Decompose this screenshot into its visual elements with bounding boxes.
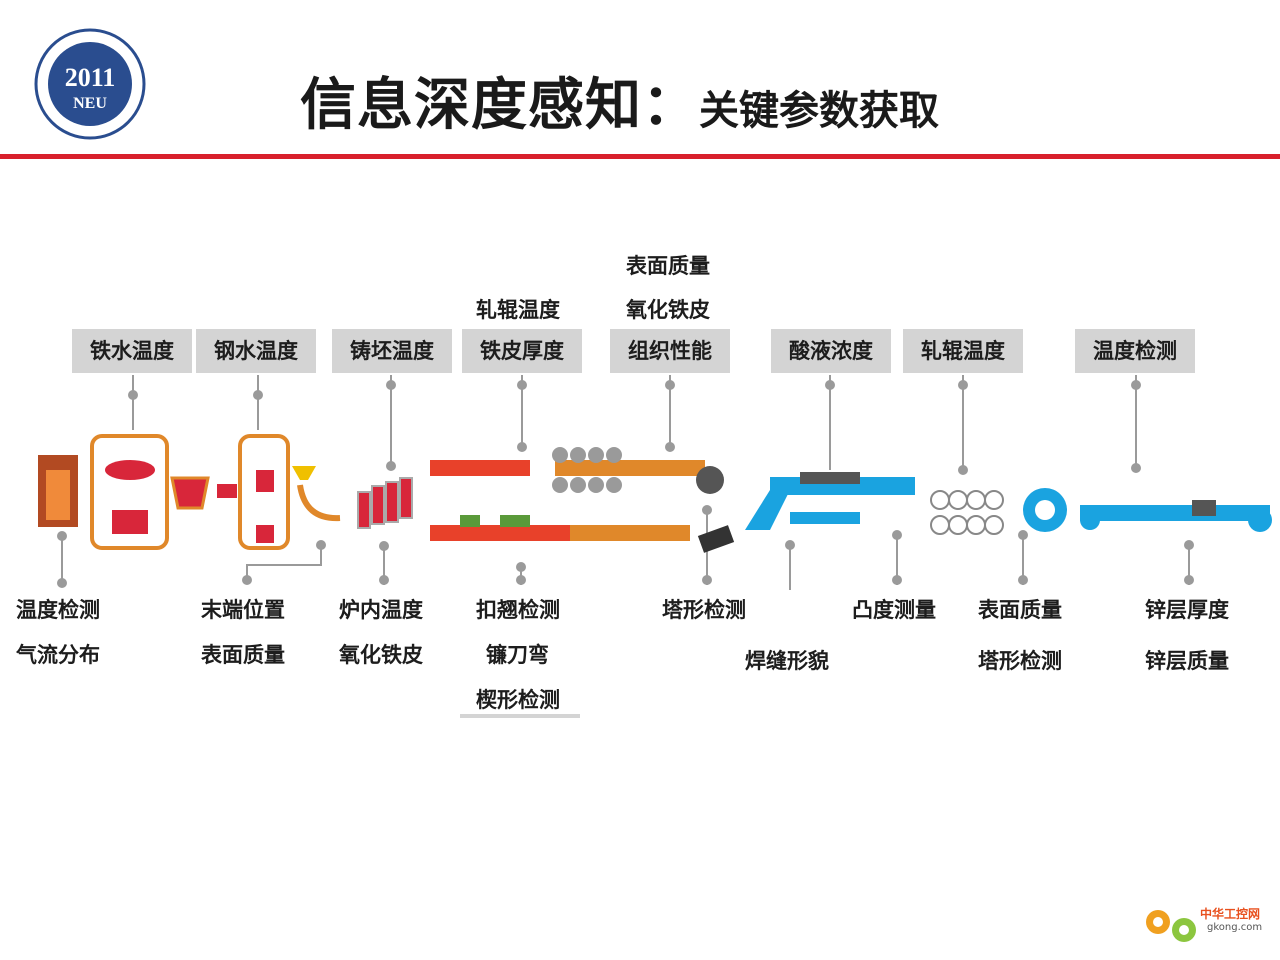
- label-scale-thickness: 铁皮厚度: [462, 329, 582, 373]
- label-acid-concentration: 酸液浓度: [771, 329, 891, 373]
- label-temp-detect: 温度检测: [16, 598, 100, 622]
- label-furnace-temp: 炉内温度: [339, 598, 423, 622]
- hot-strip-top: [430, 460, 530, 476]
- label-surface-quality: 表面质量: [626, 254, 710, 278]
- hot-strip-bottom: [430, 525, 570, 541]
- process-flow-diagram: [38, 375, 1272, 590]
- label-iron-temp: 铁水温度: [72, 329, 192, 373]
- title-divider: [0, 154, 1280, 159]
- label-airflow: 气流分布: [16, 643, 100, 667]
- watermark-url: gkong.com: [1207, 922, 1263, 933]
- ladle-icon: [170, 476, 210, 510]
- university-logo: 2011 NEU: [34, 28, 146, 140]
- title-separator: ：: [642, 73, 699, 138]
- label-weld-shape: 焊缝形貌: [745, 649, 829, 673]
- label-cold-roll-temp: 轧辊温度: [903, 329, 1023, 373]
- label-galv-temp: 温度检测: [1075, 329, 1195, 373]
- logo-abbr: NEU: [73, 95, 107, 112]
- logo-year: 2011: [65, 63, 116, 92]
- watermark-name: 中华工控网: [1200, 907, 1261, 921]
- label-zinc-thickness: 锌层厚度: [1145, 598, 1229, 622]
- label-wedge: 楔形检测: [476, 688, 560, 712]
- title-main: 信息深度感知: [300, 73, 642, 138]
- label-roll-temp: 轧辊温度: [476, 298, 560, 322]
- title-sub: 关键参数获取: [699, 88, 939, 134]
- caster-box: [238, 434, 290, 550]
- label-coil-surface: 表面质量: [978, 598, 1062, 622]
- gear-icon: [1146, 910, 1196, 942]
- label-turn-up: 扣翘检测: [476, 598, 560, 622]
- label-crown: 凸度测量: [852, 598, 936, 622]
- label-end-position: 末端位置: [201, 598, 285, 622]
- rough-underline: [460, 714, 580, 718]
- converter-box: [90, 434, 169, 550]
- label-steel-temp: 钢水温度: [196, 329, 316, 373]
- label-oxide-scale: 氧化铁皮: [626, 298, 710, 322]
- label-telescope-hot: 塔形检测: [662, 598, 746, 622]
- label-telescope-cold: 塔形检测: [978, 649, 1062, 673]
- label-camber: 镰刀弯: [486, 643, 549, 667]
- label-caster-surface: 表面质量: [201, 643, 285, 667]
- galvanizing-line: [1080, 505, 1270, 521]
- tundish-icon: [292, 466, 316, 480]
- label-slab-temp: 铸坯温度: [332, 329, 452, 373]
- label-zinc-quality: 锌层质量: [1145, 649, 1229, 673]
- label-furnace-oxide: 氧化铁皮: [339, 643, 423, 667]
- label-microstructure: 组织性能: [610, 329, 730, 373]
- page-title: 信息深度感知：关键参数获取: [300, 60, 939, 138]
- slab-stack-icon: [357, 477, 413, 529]
